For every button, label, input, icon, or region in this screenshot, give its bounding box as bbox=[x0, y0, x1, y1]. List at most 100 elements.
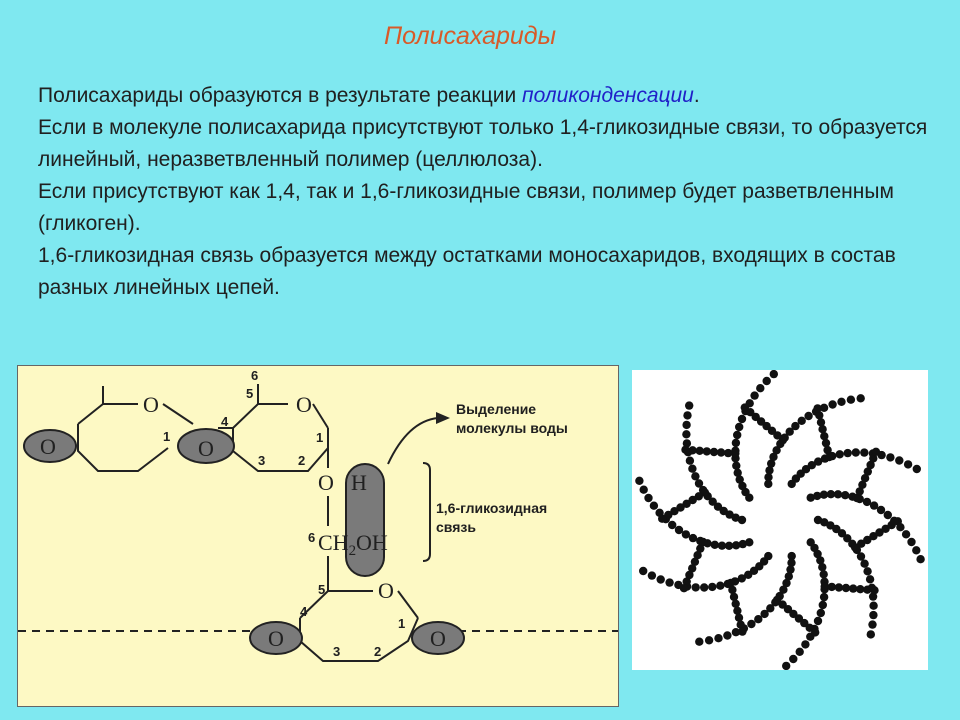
ring1-bottom-bonds bbox=[77, 424, 169, 472]
glycogen-bead bbox=[820, 582, 829, 591]
glycogen-bead bbox=[762, 376, 771, 386]
blob1-oxygen: O bbox=[40, 434, 56, 459]
glycogen-bead bbox=[737, 515, 747, 525]
glycogen-bead bbox=[866, 460, 875, 470]
glycogen-bead bbox=[700, 488, 710, 497]
glycogen-bead bbox=[849, 584, 858, 593]
glycogen-bead bbox=[886, 453, 895, 462]
glycogen-bead bbox=[819, 403, 829, 412]
glycogen-bead bbox=[816, 556, 825, 565]
glycogen-bead bbox=[740, 403, 749, 412]
glycogen-bead bbox=[704, 636, 714, 645]
glycogen-bead bbox=[731, 438, 741, 448]
glycogen-bead bbox=[772, 446, 781, 455]
glycogen-bead bbox=[737, 414, 747, 424]
glycogen-bead bbox=[804, 411, 813, 421]
glycogen-bead bbox=[746, 408, 755, 417]
glycogen-bead bbox=[728, 585, 737, 595]
ring2-o-c1 bbox=[312, 403, 329, 429]
glycogen-bead bbox=[764, 479, 773, 489]
glycogen-bead bbox=[733, 430, 742, 440]
glycogen-bead bbox=[732, 461, 741, 470]
glycogen-bead bbox=[795, 647, 804, 656]
glycogen-bead bbox=[814, 457, 823, 466]
glycogen-bead bbox=[787, 558, 796, 567]
glycogen-bead bbox=[871, 447, 881, 456]
paragraph-polycondensation: Полисахариды образуются в результате реа… bbox=[38, 84, 700, 107]
glycogen-bead bbox=[747, 619, 756, 629]
paragraph-16-bond: 1,6-гликозидная связь образуется между о… bbox=[38, 244, 896, 299]
glycogen-bead bbox=[772, 595, 782, 605]
glycogen-bead bbox=[639, 485, 648, 494]
glycogen-bead bbox=[674, 525, 684, 535]
glycogen-bead bbox=[801, 640, 810, 649]
glycogen-bead bbox=[724, 448, 733, 458]
glycogen-bead bbox=[858, 480, 867, 489]
ring2-oxygen: O bbox=[296, 392, 312, 417]
glycogen-bead bbox=[735, 475, 744, 484]
ring1-o-c1 bbox=[162, 403, 194, 425]
water-note-line2: молекулы воды bbox=[456, 420, 568, 436]
glycogen-bead bbox=[682, 430, 691, 439]
glycogen-bead bbox=[731, 599, 740, 608]
glycogen-bead bbox=[826, 490, 836, 499]
glycogen-bead bbox=[843, 534, 852, 543]
glycogen-bead bbox=[736, 620, 745, 629]
glycogen-bead bbox=[734, 613, 744, 622]
glycogen-bead bbox=[683, 411, 692, 420]
glycogen-bead bbox=[670, 507, 679, 516]
bond-note-line2: связь bbox=[436, 519, 476, 535]
glycogen-bead bbox=[738, 627, 747, 636]
glycogen-bead bbox=[782, 661, 791, 671]
glycogen-bead bbox=[786, 565, 795, 574]
glycogen-bead bbox=[896, 523, 905, 532]
glycogen-bead bbox=[760, 609, 769, 619]
glycogen-bead bbox=[668, 520, 677, 530]
glycogen-bead bbox=[710, 540, 719, 549]
glycogen-bead bbox=[729, 592, 739, 602]
glycogen-bead bbox=[676, 503, 685, 512]
glycogen-bead bbox=[895, 456, 904, 465]
glycogen-bead bbox=[778, 435, 788, 445]
glycogen-bead bbox=[714, 634, 723, 643]
glycogen-bead bbox=[819, 490, 829, 499]
glycogen-bead bbox=[856, 552, 866, 561]
glycogen-bead bbox=[851, 448, 860, 457]
glycogen-bead bbox=[820, 432, 829, 441]
ring3-top-bonds bbox=[299, 590, 373, 619]
glycogen-bead bbox=[744, 570, 753, 579]
glycogen-bead bbox=[695, 446, 704, 455]
glycogen-bead bbox=[856, 585, 865, 594]
glycogen-bead bbox=[723, 631, 732, 640]
glycogen-bead bbox=[665, 578, 674, 587]
ring1-oxygen: O bbox=[143, 392, 159, 417]
glycogen-bead bbox=[789, 609, 798, 619]
glycogen-bead bbox=[821, 438, 831, 448]
glycogen-bead bbox=[860, 448, 869, 457]
glycogen-bead bbox=[767, 459, 776, 468]
glycogen-bead bbox=[841, 583, 851, 593]
glycogen-bead bbox=[846, 395, 856, 404]
glycogen-bead bbox=[912, 464, 921, 474]
glycogen-bead bbox=[863, 467, 872, 476]
paragraph-linear-polymer: Если в молекуле полисахарида присутствую… bbox=[38, 116, 928, 171]
glycogen-bead bbox=[717, 541, 727, 550]
glycogen-bead bbox=[688, 446, 697, 455]
ring3-o-c1 bbox=[397, 590, 419, 619]
paragraph-branched-polymer: Если присутствуют как 1,4, так и 1,6-гли… bbox=[38, 180, 894, 235]
glycogen-bead bbox=[691, 472, 700, 481]
glycogen-bead bbox=[857, 539, 866, 548]
glycogen-bead bbox=[784, 572, 793, 581]
glycogen-bead bbox=[841, 491, 850, 500]
glycogen-bead bbox=[819, 592, 829, 602]
glycogen-bead bbox=[737, 574, 746, 583]
glycogen-bead bbox=[726, 578, 735, 588]
glycogen-bead bbox=[856, 394, 865, 403]
glycogen-bead bbox=[750, 391, 759, 400]
glycogen-bead bbox=[694, 479, 704, 488]
glycogen-bead bbox=[806, 493, 815, 502]
glycogen-branching-illustration bbox=[632, 369, 928, 671]
glycogen-bead bbox=[833, 490, 843, 499]
glycogen-bead bbox=[658, 514, 667, 523]
blob2-oxygen: O bbox=[198, 436, 214, 461]
